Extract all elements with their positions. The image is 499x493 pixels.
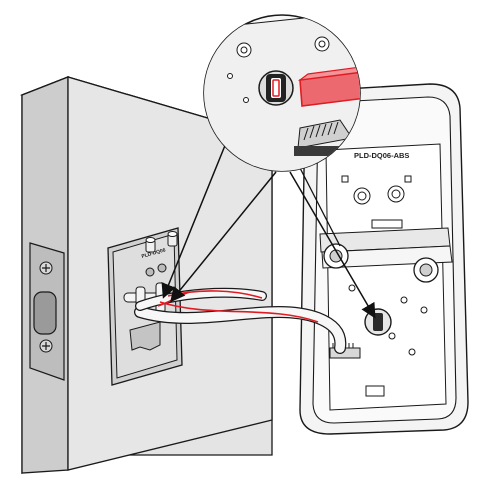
screw-hole — [387, 185, 405, 203]
mounting-post — [145, 237, 156, 253]
cable-bundle — [134, 287, 347, 354]
mounting-post — [167, 231, 178, 247]
screw-icon — [39, 261, 53, 275]
screw-hole — [314, 36, 330, 52]
screw-hole — [353, 187, 371, 205]
arrow-to-cover-hole — [289, 171, 376, 319]
latch-bolt — [33, 291, 57, 335]
latch-faceplate — [29, 242, 65, 381]
spindle-hole — [364, 308, 392, 336]
arrow-to-spindle — [170, 171, 277, 303]
screw-icon — [39, 339, 53, 353]
spindle-bar-red — [297, 65, 360, 107]
screw-hole — [236, 42, 252, 58]
model-label: PLD-DQ06-ABS — [354, 151, 409, 160]
leader-line — [299, 167, 341, 247]
mounting-boss — [413, 257, 439, 283]
spindle-hole-zoom — [258, 70, 294, 106]
arrow-to-plate — [161, 142, 227, 299]
